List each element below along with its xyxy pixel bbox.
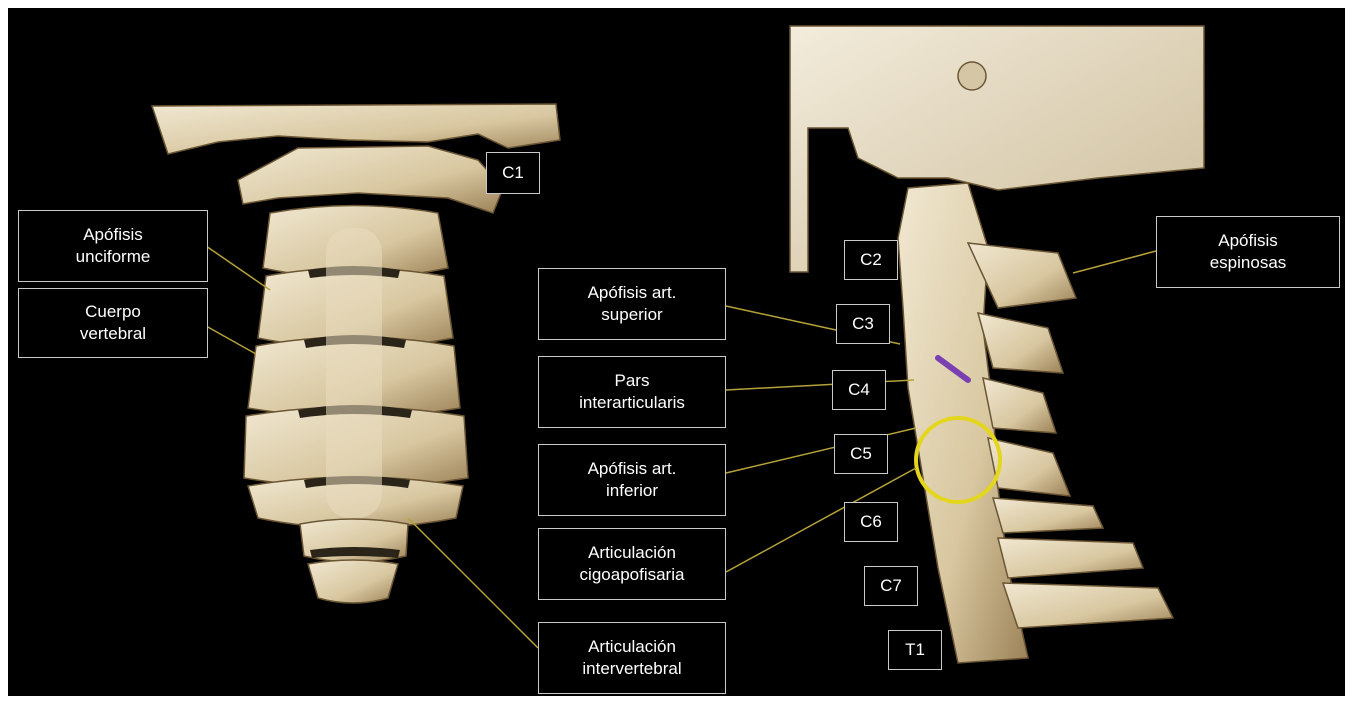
level-tag-c3: C3 — [836, 304, 890, 344]
level-tag-c5: C5 — [834, 434, 888, 474]
label-articulacion-intervertebral: Articulación intervertebral — [538, 622, 726, 694]
label-apofisis-art-superior: Apófisis art. superior — [538, 268, 726, 340]
level-tag-c7: C7 — [864, 566, 918, 606]
label-pars-interarticularis: Pars interarticularis — [538, 356, 726, 428]
level-tag-t1: T1 — [888, 630, 942, 670]
label-apofisis-espinosas: Apófisis espinosas — [1156, 216, 1340, 288]
label-apofisis-art-inferior: Apófisis art. inferior — [538, 444, 726, 516]
level-tag-c2: C2 — [844, 240, 898, 280]
figure-panel: Apófisis unciforme Cuerpo vertebral Arti… — [8, 8, 1345, 696]
level-tag-c1: C1 — [486, 152, 540, 194]
label-apofisis-unciforme: Apófisis unciforme — [18, 210, 208, 282]
label-articulacion-cigoapofisaria: Articulación cigoapofisaria — [538, 528, 726, 600]
lateral-spine-render — [790, 26, 1204, 663]
level-tag-c6: C6 — [844, 502, 898, 542]
label-cuerpo-vertebral: Cuerpo vertebral — [18, 288, 208, 358]
level-tag-c4: C4 — [832, 370, 886, 410]
